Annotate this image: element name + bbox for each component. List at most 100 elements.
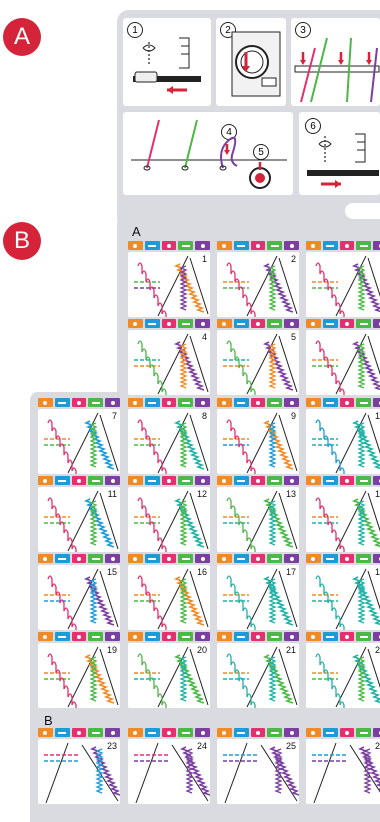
thread-color-swatch <box>38 398 53 407</box>
thread-color-swatch <box>234 319 249 328</box>
stitch-card: 21 <box>217 632 299 708</box>
thread-color-bar <box>128 241 210 250</box>
stitch-number: 20 <box>197 645 207 655</box>
thread-color-swatch <box>128 398 143 407</box>
thread-color-bar <box>217 728 299 737</box>
thread-color-swatch <box>234 241 249 250</box>
stitch-diagram-icon <box>128 252 210 317</box>
stitch-card: 17 <box>217 554 299 630</box>
thread-color-bar <box>128 398 210 407</box>
stitch-diagram-icon <box>306 565 380 630</box>
thread-color-swatch <box>267 728 282 737</box>
thread-color-swatch <box>234 398 249 407</box>
stitch-number: 25 <box>286 741 296 751</box>
stitch-number: 10 <box>375 411 380 421</box>
thread-color-swatch <box>178 632 193 641</box>
thread-color-swatch <box>162 728 177 737</box>
thread-color-swatch <box>323 476 338 485</box>
thread-color-swatch <box>145 476 160 485</box>
thread-color-swatch <box>195 728 210 737</box>
stitch-card: 1 <box>128 241 210 317</box>
thread-color-swatch <box>251 476 266 485</box>
thread-color-swatch <box>251 632 266 641</box>
thread-color-swatch <box>340 241 355 250</box>
stitch-card: 4 <box>128 319 210 395</box>
stitch-card: 3 <box>306 241 380 317</box>
thread-color-swatch <box>234 728 249 737</box>
stitch-card: 9 <box>217 398 299 474</box>
stitch-card: 10 <box>306 398 380 474</box>
thread-color-swatch <box>267 319 282 328</box>
thread-color-swatch <box>356 319 371 328</box>
stitch-illustration: 6 <box>306 330 380 395</box>
thread-color-swatch <box>195 398 210 407</box>
stitch-number: 8 <box>202 411 207 421</box>
stitch-illustration: 16 <box>128 565 210 630</box>
thread-color-swatch <box>267 398 282 407</box>
thread-color-bar <box>38 632 120 641</box>
stitch-illustration: 2 <box>217 252 299 317</box>
stitch-illustration: 21 <box>217 643 299 708</box>
thread-color-bar <box>306 319 380 328</box>
thread-color-swatch <box>306 554 321 563</box>
stitch-illustration: 15 <box>38 565 120 630</box>
stitch-illustration: 9 <box>217 409 299 474</box>
thread-color-bar <box>38 476 120 485</box>
thread-color-swatch <box>234 554 249 563</box>
stitch-illustration: 13 <box>217 487 299 552</box>
thread-color-swatch <box>284 632 299 641</box>
thread-color-bar <box>306 476 380 485</box>
stitch-number: 11 <box>108 489 117 499</box>
thread-color-swatch <box>72 398 87 407</box>
knob-icon <box>216 18 286 106</box>
thread-color-swatch <box>178 476 193 485</box>
thread-color-bar <box>217 554 299 563</box>
thread-color-swatch <box>284 319 299 328</box>
thread-color-swatch <box>145 728 160 737</box>
stitch-diagram-icon <box>306 643 380 708</box>
stitch-number: 5 <box>291 332 296 342</box>
thread-color-swatch <box>356 476 371 485</box>
stitch-illustration: 7 <box>38 409 120 474</box>
thread-color-swatch <box>373 319 380 328</box>
stitch-card: 12 <box>128 476 210 552</box>
thread-color-swatch <box>217 554 232 563</box>
thread-color-swatch <box>217 476 232 485</box>
stitch-illustration: 22 <box>306 643 380 708</box>
thread-color-swatch <box>145 319 160 328</box>
stitch-illustration: 26 <box>306 739 380 804</box>
thread-color-bar <box>306 728 380 737</box>
thread-color-swatch <box>72 728 87 737</box>
thread-color-swatch <box>128 554 143 563</box>
stitch-illustration: 12 <box>128 487 210 552</box>
thread-color-swatch <box>356 728 371 737</box>
thread-color-swatch <box>373 476 380 485</box>
stitch-number: 16 <box>197 567 207 577</box>
thread-color-swatch <box>178 728 193 737</box>
thread-color-bar <box>38 554 120 563</box>
thread-color-swatch <box>373 241 380 250</box>
stitch-number: 14 <box>375 489 380 499</box>
thread-color-swatch <box>251 319 266 328</box>
section-marker-a: A <box>3 18 41 56</box>
thread-color-swatch <box>88 728 103 737</box>
thread-color-swatch <box>340 632 355 641</box>
thread-color-swatch <box>284 728 299 737</box>
thread-color-bar <box>217 241 299 250</box>
stitch-diagram-icon <box>38 409 120 474</box>
thread-color-swatch <box>145 398 160 407</box>
thread-color-bar <box>128 728 210 737</box>
thread-color-swatch <box>162 398 177 407</box>
stitch-number: 21 <box>286 645 296 655</box>
thread-color-bar <box>306 398 380 407</box>
thread-color-swatch <box>195 554 210 563</box>
stitch-number: 22 <box>375 645 380 655</box>
stitch-number: 4 <box>202 332 207 342</box>
thread-color-swatch <box>105 728 120 737</box>
thread-color-swatch <box>356 632 371 641</box>
stitch-number: 1 <box>202 254 207 264</box>
stitch-number: 12 <box>197 489 207 499</box>
thread-color-swatch <box>145 554 160 563</box>
thread-color-swatch <box>267 632 282 641</box>
thread-color-swatch <box>178 319 193 328</box>
